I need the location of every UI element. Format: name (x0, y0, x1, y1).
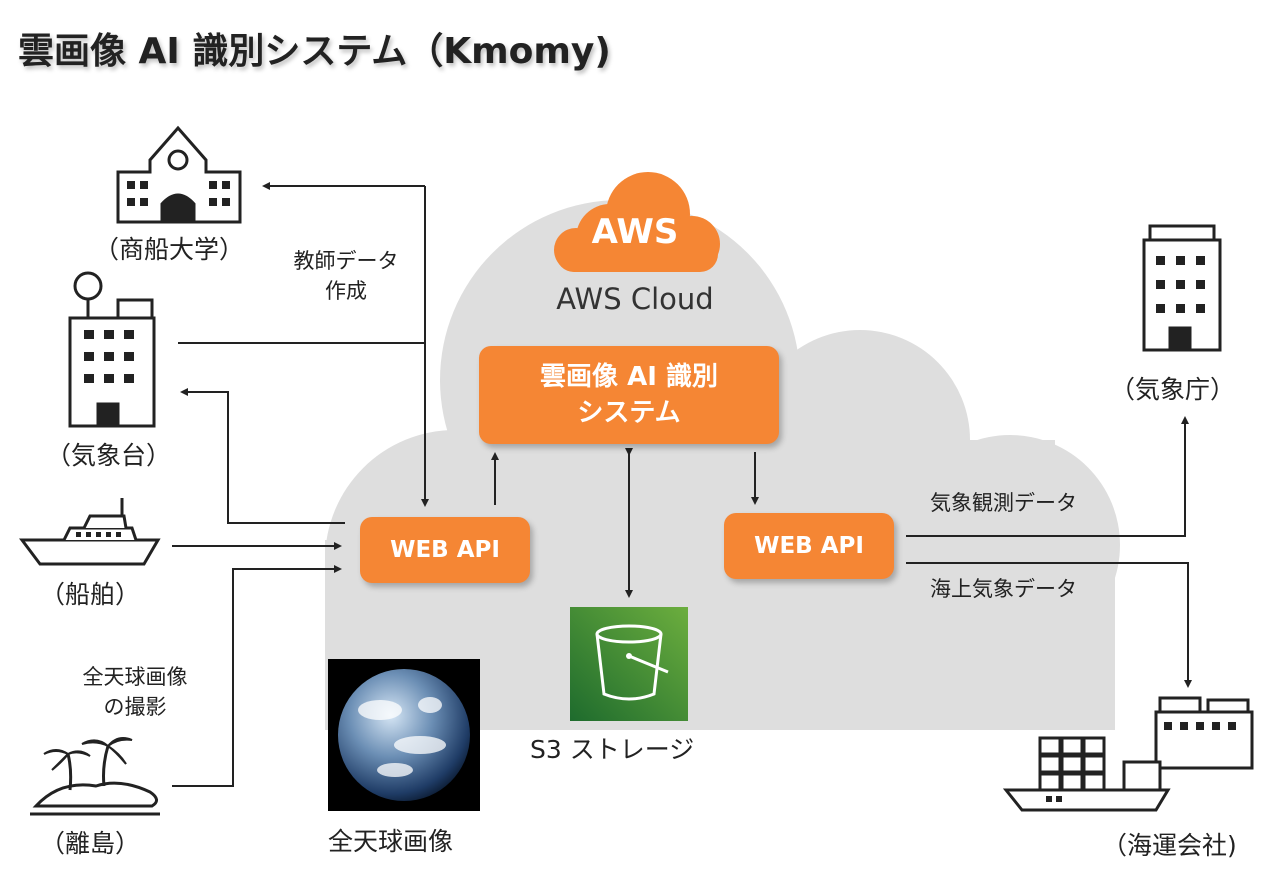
ai-system-line2: システム (577, 398, 681, 428)
met-office-icon (68, 271, 156, 428)
university-label: （商船大学） (94, 235, 245, 264)
web-api-right: WEB API (724, 513, 894, 579)
earth-label: 全天球画像 (328, 827, 454, 856)
shipping-company-label: （海運会社) (1102, 831, 1237, 860)
ship-label: （船舶） (40, 580, 141, 609)
ai-system-line1: 雲画像 AI 識別 (540, 362, 718, 392)
s3-bucket-icon (570, 607, 688, 721)
ai-system-box: 雲画像 AI 識別 システム (479, 346, 779, 444)
capture-label: 全天球画像 の撮影 (70, 662, 200, 722)
web-api-left: WEB API (360, 517, 530, 583)
capture-line2: の撮影 (103, 695, 167, 719)
weather-observation-label: 気象観測データ (930, 491, 1077, 515)
edge-island-to-api (172, 565, 342, 787)
aws-cloud-shape (325, 200, 1120, 730)
jma-label: （気象庁） (1110, 375, 1236, 404)
edge-api2-to-jma (906, 416, 1189, 537)
island-label: （離島） (40, 829, 141, 858)
shipping-company-icon (1002, 696, 1254, 812)
capture-line1: 全天球画像 (82, 665, 188, 689)
aws-logo-text: AWS (591, 212, 679, 252)
met-office-label: （気象台） (46, 441, 172, 470)
marine-weather-label: 海上気象データ (930, 577, 1077, 601)
university-icon (116, 125, 242, 224)
edge-api-to-metoffice (180, 388, 345, 524)
teacher-data-line1: 教師データ (293, 249, 399, 273)
edge-api2-to-shipping (906, 562, 1192, 688)
teacher-data-line2: 作成 (325, 279, 367, 303)
s3-label: S3 ストレージ (530, 735, 695, 764)
teacher-data-label: 教師データ 作成 (278, 246, 414, 306)
page-title: 雲画像 AI 識別システム（Kmomy) (18, 31, 611, 72)
aws-cloud-label: AWS Cloud (556, 282, 714, 316)
ship-icon (19, 498, 161, 566)
aws-logo-icon (554, 172, 720, 272)
island-icon (30, 737, 160, 816)
jma-icon (1142, 224, 1222, 352)
earth-image (328, 659, 480, 811)
